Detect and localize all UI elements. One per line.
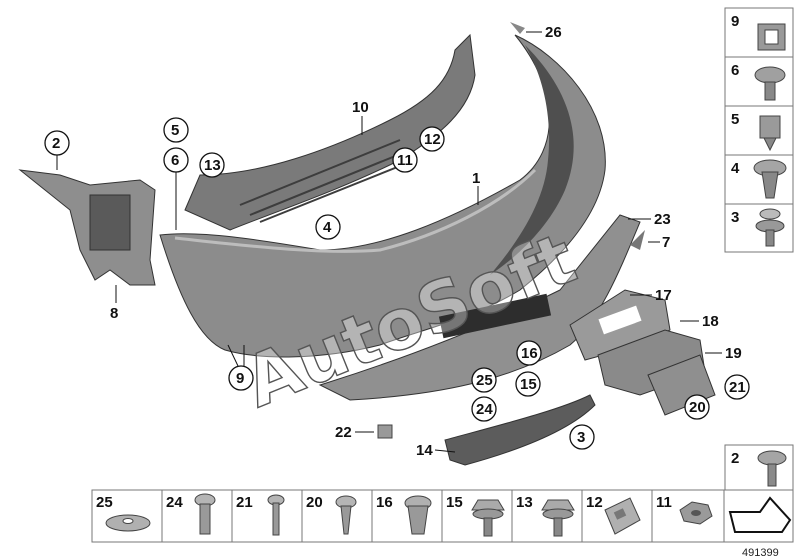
side-panel-label-3: 5 (731, 111, 739, 128)
side-panel-label-5: 3 (731, 209, 739, 226)
callout-19: 19 (725, 345, 742, 362)
callout-8: 8 (110, 305, 118, 322)
rivet-icon (755, 208, 785, 247)
upper-carrier-ribs (239, 139, 416, 223)
callout-24: 24 (476, 401, 493, 418)
spring-nut-icon (604, 497, 641, 535)
callout-2: 2 (52, 135, 60, 152)
bottom-label-9: 11 (656, 494, 672, 511)
side-panel-label-2: 6 (731, 62, 739, 79)
bottom-label-6: 15 (446, 494, 463, 511)
bumper-cover (159, 34, 606, 358)
callout-10: 10 (352, 99, 369, 116)
callout-1: 1 (472, 170, 480, 187)
callout-6: 6 (171, 152, 179, 169)
diffuser (318, 214, 641, 401)
tapping-screw-icon (335, 495, 357, 535)
washer-icon (105, 514, 151, 532)
callout-25: 25 (476, 372, 493, 389)
side-panel-label-4: 4 (731, 160, 740, 177)
callout-15: 15 (520, 376, 537, 393)
callout-26: 26 (545, 24, 562, 41)
corner-panel-label: 2 (731, 450, 739, 467)
bumper-upper-edge (174, 168, 537, 253)
part-22-clip (377, 424, 393, 439)
callout-13: 13 (204, 157, 221, 174)
bumper-inner (490, 45, 574, 275)
push-clip-icon (753, 159, 787, 199)
expansion-rivet-icon (754, 66, 786, 101)
screw-icon (757, 450, 787, 487)
bottom-label-8: 12 (586, 494, 603, 511)
part-26 (510, 22, 525, 34)
callout-12: 12 (424, 131, 441, 148)
callout-21: 21 (729, 379, 746, 396)
plate-bracket-hole (598, 305, 642, 335)
bottom-label-2: 24 (166, 494, 183, 511)
side-bracket (18, 169, 156, 286)
callout-22: 22 (335, 424, 352, 441)
corner-fastener-panel: 2 (724, 444, 794, 494)
callout-20: 20 (689, 399, 706, 416)
bottom-fastener-strip: 25 24 21 20 16 15 13 12 11 (91, 489, 794, 543)
side-fastener-panel: 9 6 5 4 3 (724, 7, 794, 253)
bottom-label-5: 16 (376, 494, 393, 511)
expanding-nut-icon (404, 495, 432, 535)
part-7 (630, 230, 645, 250)
callout-16: 16 (521, 345, 538, 362)
bolt-icon (267, 494, 285, 536)
callout-5: 5 (171, 122, 179, 139)
side-bracket-window (89, 194, 131, 251)
callout-9: 9 (236, 370, 244, 387)
diffuser-grille (438, 293, 552, 339)
bottom-label-7: 13 (516, 494, 533, 511)
underbody-panel (444, 394, 596, 466)
bottom-label-4: 20 (306, 494, 323, 511)
blind-rivet-icon (194, 493, 216, 535)
bottom-label-3: 21 (236, 494, 253, 511)
callout-7: 7 (662, 234, 670, 251)
bottom-label-1: 25 (96, 494, 113, 511)
callout-17: 17 (655, 287, 672, 304)
callout-3-diagram: 3 (577, 429, 585, 446)
spring-clip-icon (759, 115, 781, 152)
document-number: 491399 (742, 547, 779, 559)
hex-nut-icon (679, 501, 713, 525)
callouts: 1 2 3 4 5 6 7 8 9 10 11 12 (44, 24, 750, 459)
mat-shape-icon (728, 496, 792, 533)
upper-carrier (184, 33, 476, 231)
hex-bolt-icon (541, 499, 575, 537)
callout-14: 14 (416, 442, 433, 459)
hex-screw-icon (471, 499, 505, 537)
callout-23: 23 (654, 211, 671, 228)
side-panel-label-1: 9 (731, 13, 739, 30)
callout-4: 4 (323, 219, 332, 236)
callout-18: 18 (702, 313, 719, 330)
clip-nut-icon (757, 23, 786, 51)
callout-11: 11 (397, 152, 413, 169)
